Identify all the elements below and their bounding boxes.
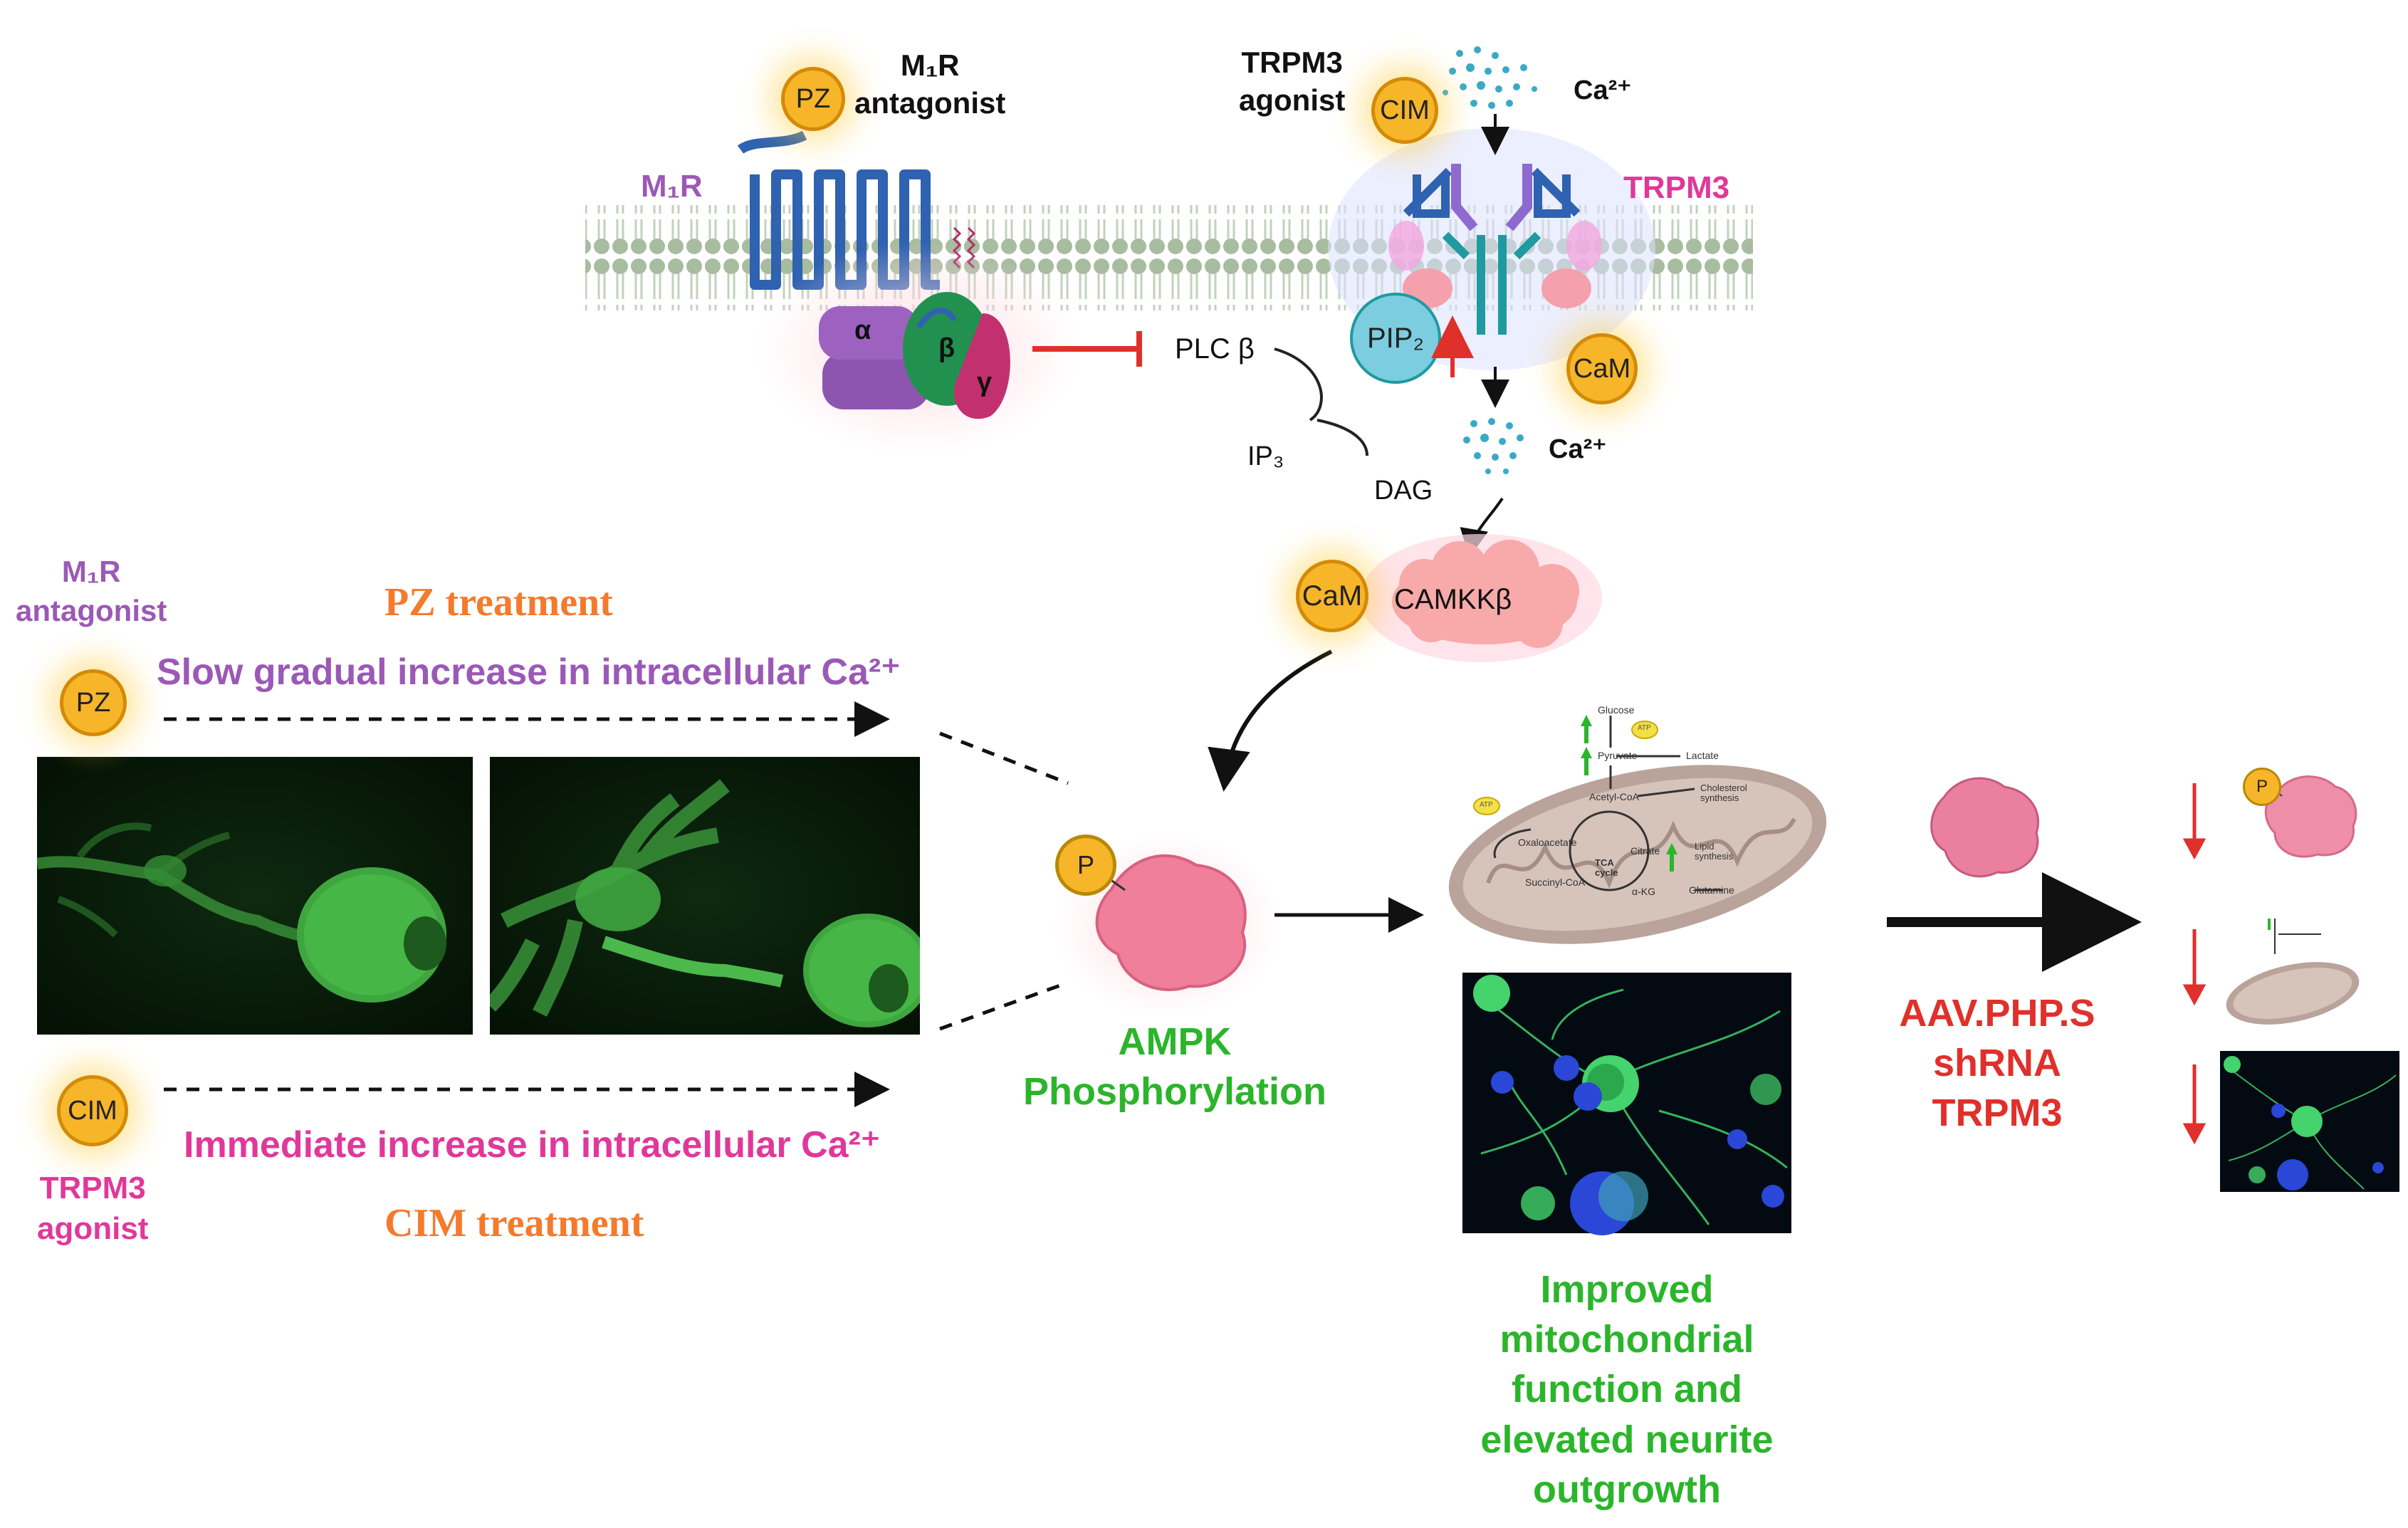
- ampk-phosphorylation-label: AMPK Phosphorylation: [1022, 1020, 1326, 1114]
- cim-badge-top: CIM: [1371, 77, 1438, 144]
- pz-badge-top: PZ: [781, 67, 845, 131]
- camkk-to-ampk-arrow: [1208, 649, 1333, 792]
- ampk-knockdown-blob: [1930, 777, 2040, 878]
- g-gamma-label: γ: [977, 367, 993, 397]
- atp-stars: [1473, 721, 1658, 815]
- dag-curve: [1316, 419, 1368, 456]
- down-arrows: [2182, 783, 2207, 1145]
- pip2-label: PIP₂: [1367, 323, 1424, 354]
- trpm3-pink-right: [1541, 268, 1591, 308]
- ampk-blob: [1095, 854, 1247, 991]
- trpm3-channel: [1403, 167, 1581, 218]
- atp-label-1: ATP: [1638, 724, 1651, 732]
- neuron-confocal-right: [490, 757, 920, 1035]
- cam-badge-camkk: CaM: [1296, 560, 1368, 632]
- panel-to-ampk-top: [939, 731, 1069, 785]
- citrate-label: Citrate: [1630, 845, 1660, 857]
- trpm3-inner: [1451, 164, 1532, 231]
- m1r-antagonist-left-label: M₁R antagonist: [16, 555, 167, 627]
- ip3-label: IP₃: [1247, 441, 1284, 471]
- cim-badge-left: CIM: [57, 1075, 128, 1146]
- mitochondrion: [1448, 765, 1827, 944]
- g-alpha: [819, 306, 918, 360]
- succinyl-label: Succinyl-CoA: [1525, 876, 1586, 888]
- g-gamma: [954, 313, 1010, 419]
- slow-increase-label: Slow gradual increase in intracellular C…: [157, 652, 901, 693]
- tca-label: TCA cycle: [1595, 857, 1618, 879]
- neuron-image-content: [1473, 975, 1788, 1235]
- pyruvate-label: Pyruvate: [1598, 750, 1638, 761]
- trpm3-label: TRPM3: [1623, 170, 1730, 205]
- neuron-confocal-left: [37, 757, 473, 1035]
- akg-label: α-KG: [1632, 886, 1655, 897]
- trpm3-agonist-top-label: TRPM3 agonist: [1239, 46, 1346, 117]
- lipid-label: Lipid synthesis: [1695, 841, 1734, 862]
- atp-label-2: ATP: [1480, 801, 1493, 809]
- calcium-dots-bottom: [1463, 418, 1524, 474]
- g-alpha-lower: [822, 352, 929, 409]
- trpm3-agonist-left-label: TRPM3 agonist: [37, 1171, 149, 1247]
- glucose-label: Glucose: [1598, 704, 1635, 716]
- metabolism-arrows: [1493, 716, 1723, 891]
- ampk-small-blob: [2264, 775, 2357, 858]
- cholesterol-label: Cholesterol synthesis: [1700, 783, 1747, 804]
- m1r-antagonist-top-label: M₁R antagonist: [854, 48, 1006, 120]
- neuron-confocal-right-svg: [490, 757, 920, 1035]
- m1r-label: M₁R: [641, 169, 703, 204]
- dag-label: DAG: [1374, 476, 1433, 506]
- oxaloacetate-label: Oxaloacetate: [1518, 837, 1577, 848]
- p-badge-small: P: [2243, 768, 2281, 806]
- trpm3-pore: [1442, 231, 1541, 335]
- g-alpha-label: α: [854, 315, 871, 345]
- p-badge-ampk: P: [1055, 834, 1116, 896]
- g-beta-label: β: [938, 333, 956, 363]
- metabolism-up-arrows: [1581, 715, 1677, 872]
- plc-label: PLC β: [1175, 333, 1255, 365]
- camkk-cloud: [1392, 540, 1579, 648]
- neuron-image-small-content: [2224, 1056, 2397, 1191]
- neuron-confocal-left-svg: [37, 757, 473, 1035]
- pz-treatment-label: PZ treatment: [384, 580, 613, 624]
- calcium-top-label: Ca²⁺: [1574, 75, 1632, 105]
- calcium-bottom-label: Ca²⁺: [1549, 434, 1607, 464]
- cim-treatment-label: CIM treatment: [384, 1201, 644, 1245]
- trpm3-glow-left: [1388, 221, 1424, 271]
- immediate-increase-label: Immediate increase in intracellular Ca²⁺: [184, 1124, 881, 1166]
- plc-curve: [1274, 347, 1323, 422]
- glutamine-label: Glutamine: [1689, 884, 1734, 896]
- knockdown-label: AAV.PHP.S shRNA TRPM3: [1899, 992, 2095, 1135]
- cam-badge-channel: CaM: [1566, 333, 1638, 404]
- trpm3-glow-right: [1566, 221, 1602, 271]
- camkk-label: CAMKKβ: [1394, 584, 1512, 615]
- pz-badge-left: PZ: [60, 669, 127, 736]
- improved-function-label: Improved mitochondrial function and elev…: [1480, 1268, 1774, 1511]
- acetyl-coa-label: Acetyl-CoA: [1589, 791, 1640, 802]
- calcium-dots-top: [1443, 46, 1537, 109]
- lactate-label: Lactate: [1686, 750, 1719, 761]
- mitochondrion-small: [2226, 919, 2360, 1025]
